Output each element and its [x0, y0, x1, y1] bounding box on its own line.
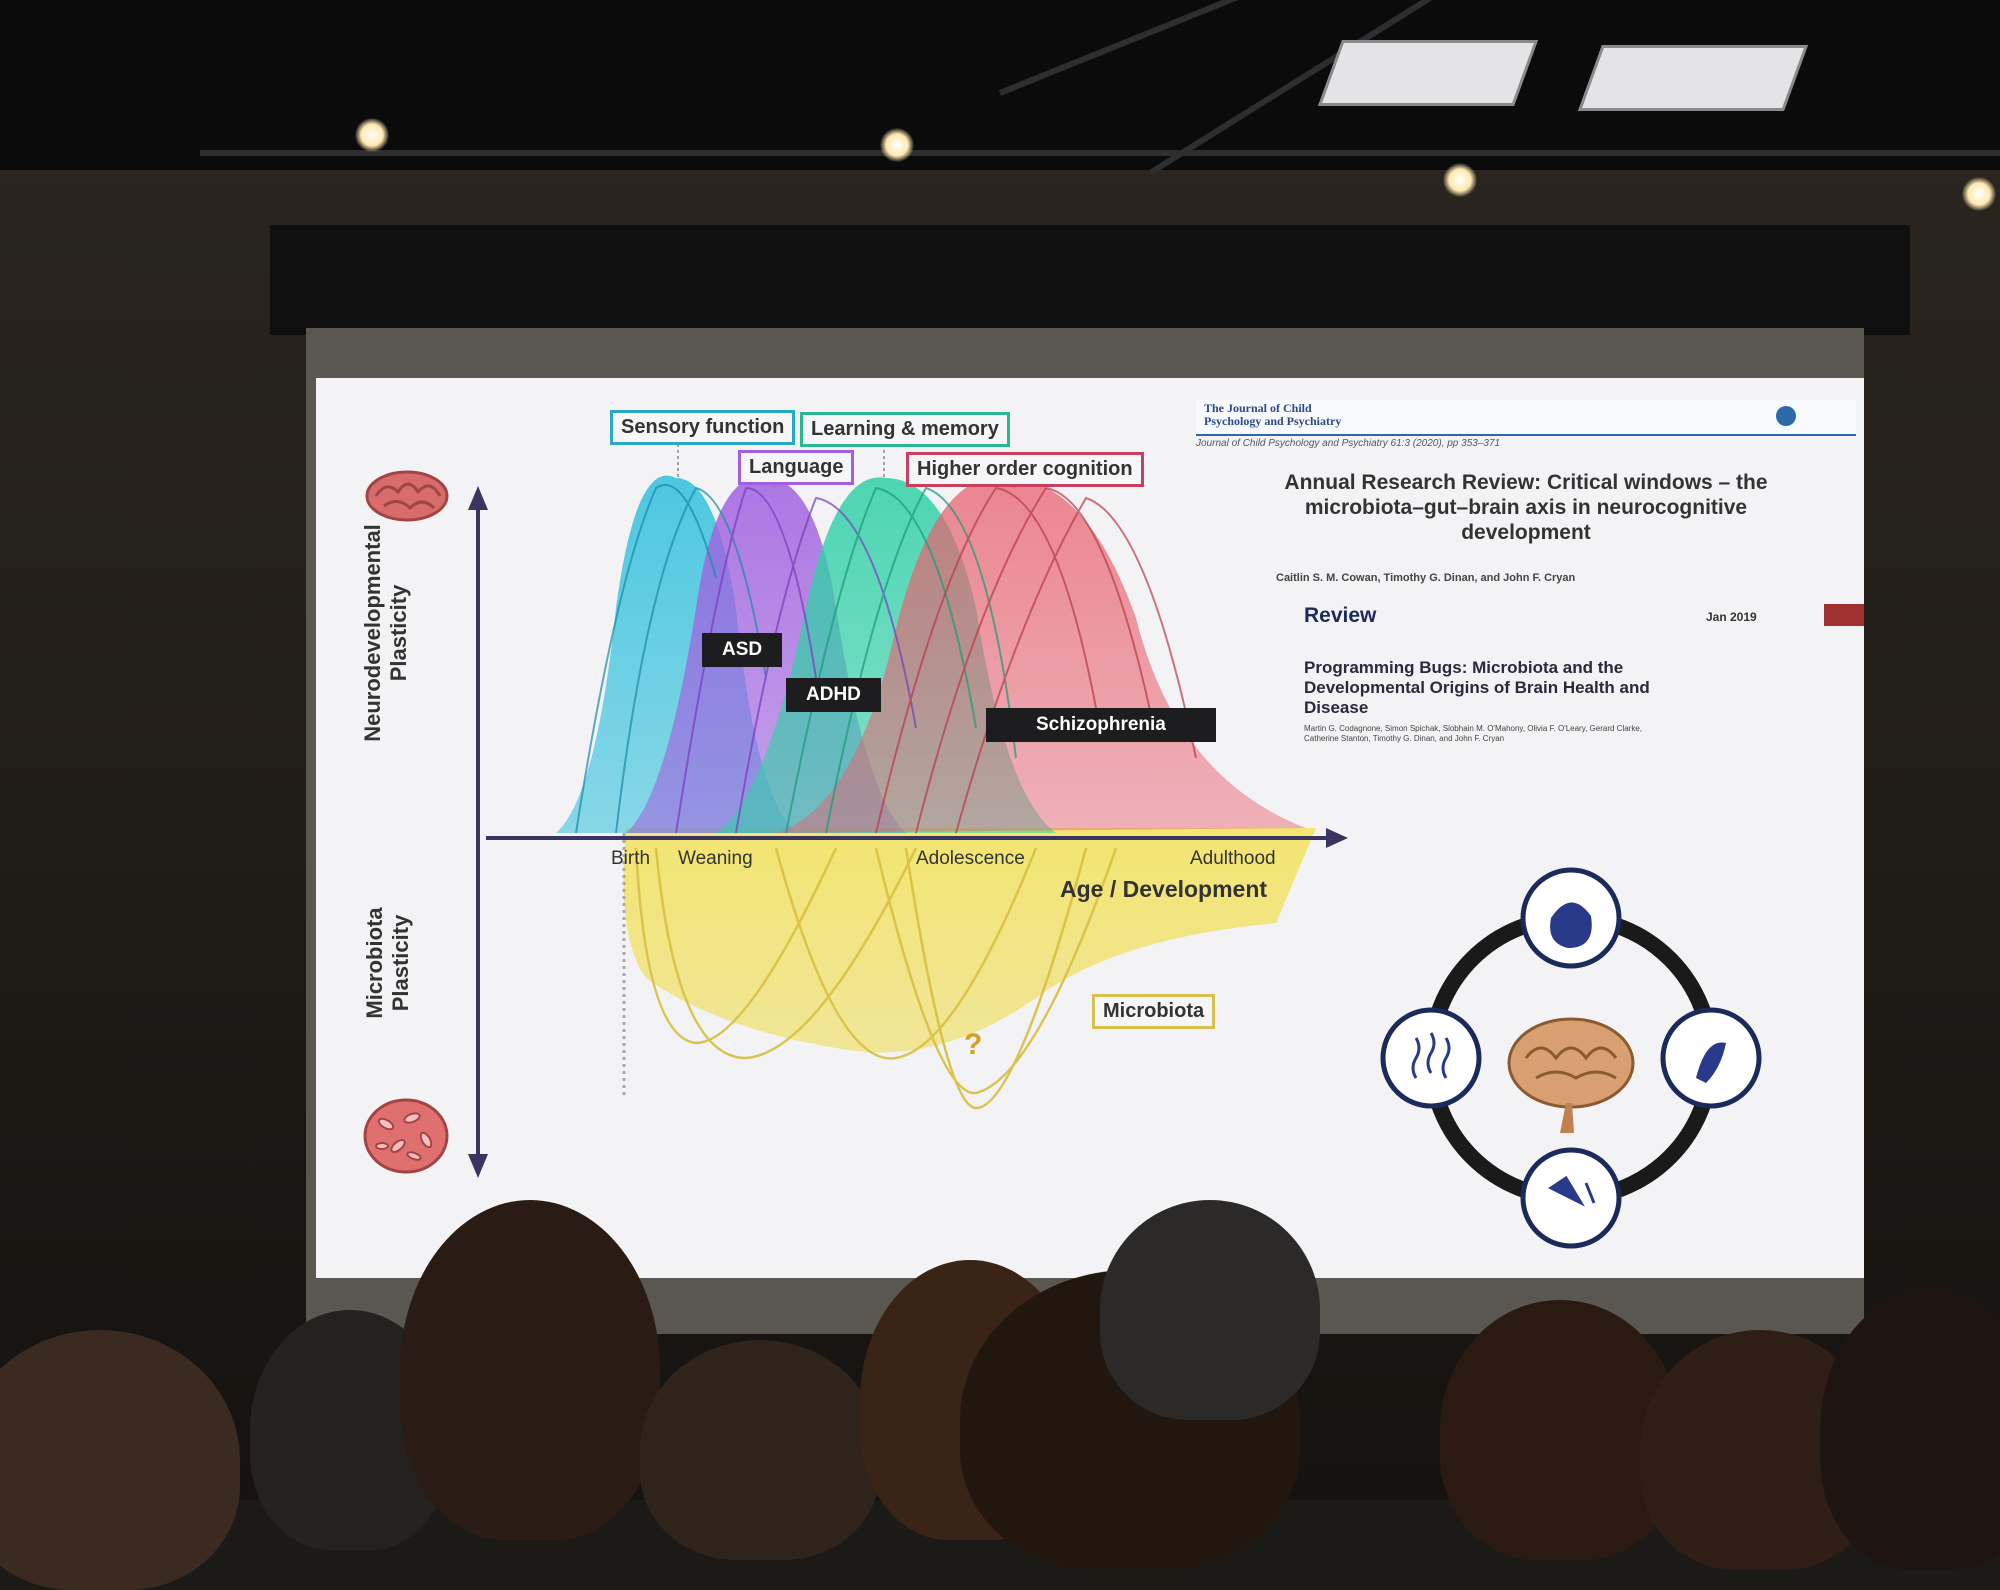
schizophrenia-label: Schizophrenia	[986, 708, 1216, 742]
critical-windows-figure	[468, 438, 1348, 1178]
audience	[0, 1180, 2000, 1590]
audience-head	[0, 1330, 240, 1590]
microbiota-node	[1380, 1007, 1482, 1109]
journal-name-line2: Psychology and Psychiatry	[1204, 414, 1342, 428]
journal-citation: Journal of Child Psychology and Psychiat…	[1196, 438, 1501, 449]
projector	[1577, 45, 1809, 111]
higher-order-cognition-curve	[776, 477, 1306, 833]
microbiota-label: Microbiota	[1092, 994, 1216, 1029]
ceiling-light	[880, 128, 914, 162]
paper2-title-line2: Developmental Origins of Brain Health an…	[1304, 678, 1650, 697]
paper2-date: Jan 2019	[1706, 610, 1757, 624]
presentation-slide: Neurodevelopmental Plasticity Microbiota…	[316, 378, 1864, 1278]
stage-birth: Birth	[611, 848, 651, 869]
sensory-function-label: Sensory function	[610, 410, 796, 445]
x-axis-label: Age / Development	[1060, 876, 1268, 902]
brain-icon	[365, 470, 449, 522]
adhd-label: ADHD	[786, 678, 881, 712]
audience-head	[640, 1340, 880, 1560]
journal-header: The Journal of Child Psychology and Psyc…	[1196, 400, 1856, 436]
journal-name-line1: The Journal of Child	[1204, 401, 1312, 415]
stage-adulthood: Adulthood	[1190, 848, 1276, 869]
microbiota-plasticity-area	[623, 828, 1316, 1053]
language-label: Language	[738, 450, 855, 485]
gut-brain-cycle-diagram	[1380, 867, 1762, 1249]
ceiling-truss	[200, 150, 2000, 156]
unknown-window-mark: ?	[964, 1028, 983, 1061]
paper2-kind: Review	[1304, 604, 1377, 627]
audience-head	[1100, 1200, 1320, 1420]
paper2-badge	[1824, 604, 1864, 626]
paper2-authors-line1: Martin G. Codagnone, Simon Spichak, Siob…	[1304, 724, 1643, 733]
ceiling-light	[1443, 163, 1477, 197]
paper2-title-line3: Disease	[1304, 698, 1369, 717]
brain-center-icon	[1507, 1017, 1635, 1109]
ceiling-light	[1962, 177, 1996, 211]
stage-adolescence: Adolescence	[916, 848, 1025, 869]
paper1-title-line1: Annual Research Review: Critical windows…	[1284, 471, 1768, 494]
paper1-title-line3: development	[1461, 521, 1591, 544]
publisher-logo-icon	[1776, 406, 1796, 426]
paper2-authors: Martin G. Codagnone, Simon Spichak, Siob…	[1304, 724, 1642, 744]
journal-name: The Journal of Child Psychology and Psyc…	[1204, 402, 1341, 428]
paper1-title: Annual Research Review: Critical windows…	[1196, 470, 1856, 545]
x-axis-arrow	[1326, 828, 1348, 848]
y-axis-arrow-down	[468, 1154, 488, 1178]
audience-head	[1820, 1290, 2000, 1570]
learning-memory-label: Learning & memory	[800, 412, 1010, 447]
screen-housing	[270, 225, 1910, 335]
paper2-authors-line2: Catherine Stanton, Timothy G. Dinan, and…	[1304, 734, 1505, 743]
projector	[1317, 40, 1539, 106]
higher-order-cognition-label: Higher order cognition	[906, 452, 1144, 487]
stage-weaning: Weaning	[678, 848, 753, 869]
paper2-title-line1: Programming Bugs: Microbiota and the	[1304, 658, 1624, 677]
paper2-title: Programming Bugs: Microbiota and the Dev…	[1304, 658, 1650, 718]
paper1-title-line2: microbiota–gut–brain axis in neurocognit…	[1304, 496, 1748, 519]
gut-microbiota-icon	[363, 1098, 449, 1174]
ceiling-light	[355, 118, 389, 152]
y-axis-arrow-up	[468, 486, 488, 510]
asd-label: ASD	[702, 633, 783, 667]
paper1-authors: Caitlin S. M. Cowan, Timothy G. Dinan, a…	[1276, 572, 1576, 584]
audience-head	[400, 1200, 660, 1540]
